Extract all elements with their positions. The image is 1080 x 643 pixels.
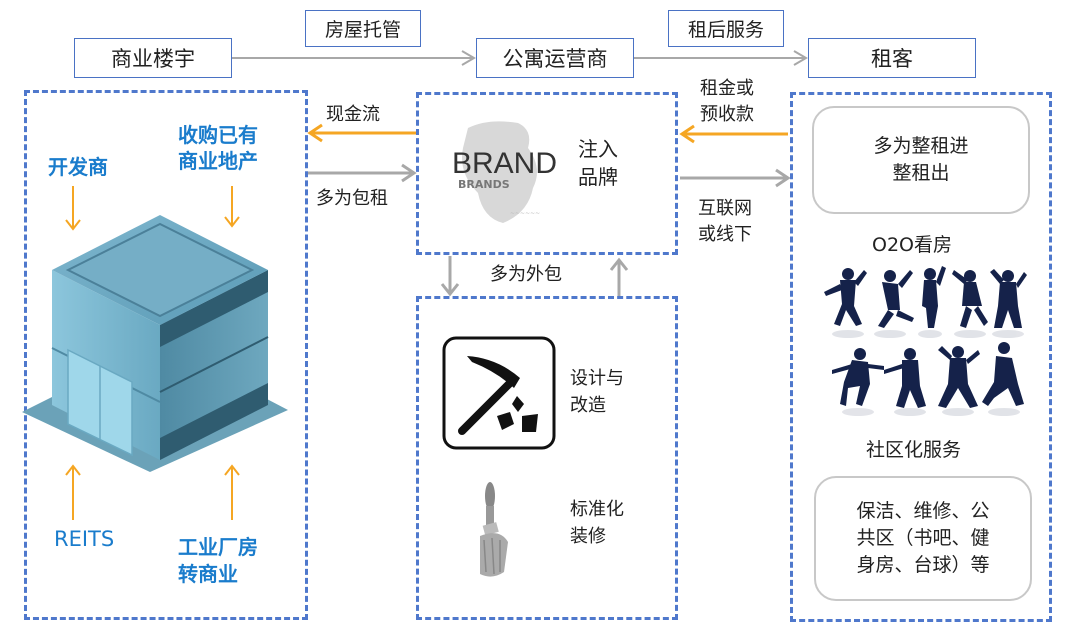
services-panel [416,296,678,620]
online-offline-arrow [680,168,791,188]
svg-text:~~~~~~: ~~~~~~ [510,210,540,217]
industrial-conversion-line1: 工业厂房 [178,535,258,559]
service-list-line3: 身房、台球）等 [856,554,990,576]
service-list-box: 保洁、维修、公 共区（书吧、健 身房、台球）等 [814,476,1032,601]
o2o-viewing-label: O2O看房 [872,234,952,256]
industrial-conversion-line2: 转商业 [178,562,238,586]
inject-brand-line1: 注入 [578,137,618,161]
post-lease-service-label-box: 租后服务 [668,10,784,47]
community-service-label: 社区化服务 [866,439,962,461]
tenant-panel [790,92,1052,622]
brand-sub-text: BRANDS [458,178,510,191]
tenant-label: 租客 [871,47,913,71]
cash-flow-arrow [307,123,416,143]
tenant-box: 租客 [808,38,976,78]
commercial-building-label: 商业楼宇 [111,47,195,71]
silhouette [884,348,926,408]
property-custody-label: 房屋托管 [324,19,401,41]
whole-lease-line2: 整租出 [892,162,950,184]
property-custody-label-box: 房屋托管 [305,10,421,47]
master-lease-arrow [308,163,417,183]
design-renovation-line1: 设计与 [570,368,624,389]
online-offline-line1: 互联网 [698,198,752,219]
service-list-line1: 保洁、维修、公 [856,500,990,522]
silhouette [922,266,946,328]
master-lease-label: 多为包租 [316,188,388,209]
left-middle-arrows [307,123,417,183]
acquire-existing-line2: 商业地产 [178,149,258,173]
paint-brush-icon [480,482,508,577]
commercial-building-box: 商业楼宇 [74,38,232,78]
whole-lease-line1: 多为整租进 [873,135,969,157]
office-building-icon [22,215,288,472]
whole-lease-box: 多为整租进 整租出 [812,106,1030,214]
arrow-down-to-services [440,256,460,297]
post-lease-service-label: 租后服务 [687,19,764,41]
arrow-reits-up [65,464,81,520]
left-orange-arrows [65,186,240,520]
cash-flow-label: 现金流 [326,104,380,125]
silhouette [952,270,988,328]
arrow-operator-to-tenant [634,50,808,66]
online-offline-line2: 或线下 [698,224,752,245]
arrow-up-from-services [609,257,629,296]
outsourced-label: 多为外包 [490,264,562,285]
brand-word-cloud-icon: ~~~~~~ BRANDS BRAND [452,121,557,223]
standard-decoration-line1: 标准化 [570,499,624,520]
silhouette [990,269,1027,328]
arrow-developer-down [65,186,81,231]
silhouette [938,346,980,408]
apartment-operator-box: 公寓运营商 [476,38,634,78]
reits-label: REITS [54,527,115,551]
inject-brand-line2: 品牌 [578,165,618,189]
rent-prepayment-line2: 预收款 [700,104,754,125]
top-arrows [232,50,808,66]
silhouette [878,270,914,328]
apartment-operator-label: 公寓运营商 [502,47,608,71]
rent-prepayment-line1: 租金或 [700,78,754,99]
standard-decoration-line2: 装修 [570,526,606,547]
design-renovation-line2: 改造 [570,395,606,416]
silhouette [982,342,1024,406]
left-panel [24,90,308,620]
silhouette [832,348,884,406]
dancing-people-icon [824,266,1027,416]
hammer-tool-icon [442,336,556,450]
brand-panel [416,92,678,255]
brand-text: BRAND [452,147,557,180]
right-middle-arrows [679,124,791,188]
acquire-existing-line1: 收购已有 [178,123,258,147]
silhouette [824,268,867,326]
arrow-industrial-up [224,464,240,520]
developer-label: 开发商 [48,155,108,179]
service-list-line2: 共区（书吧、健 [856,527,990,549]
arrow-acquire-down [224,186,240,228]
outsource-arrows [440,256,629,297]
rent-arrow [679,124,788,144]
arrow-building-to-operator [232,50,476,66]
